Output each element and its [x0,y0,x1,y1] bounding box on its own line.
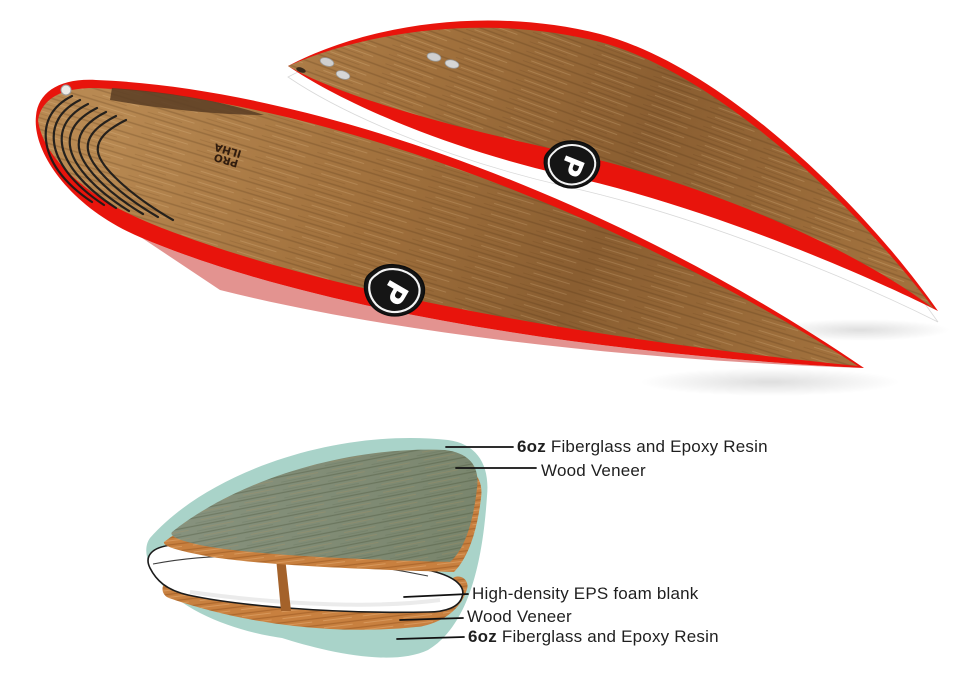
board-shadow [640,368,900,396]
label-bottom-fiberglass: 6oz Fiberglass and Epoxy Resin [468,626,719,648]
fin-plug [426,52,442,62]
fin-plug [444,59,460,69]
construction-diagram [146,437,537,658]
label-bottom-veneer: Wood Veneer [467,606,572,628]
deck-surface-grain [171,449,478,562]
board-deck-grain [38,88,858,366]
leader-line-foam [403,593,469,598]
fin-plug [319,57,335,67]
back-surfboard: P [287,20,939,323]
brand-badge: P [355,254,432,326]
label-text: Fiberglass and Epoxy Resin [545,437,768,456]
label-text: High-density EPS foam blank [472,584,699,603]
board-shadow [770,319,950,341]
label-text: Fiberglass and Epoxy Resin [496,627,719,646]
label-top-fiberglass: 6oz Fiberglass and Epoxy Resin [517,436,768,458]
label-bold-weight: 6oz [517,437,546,456]
brand-badge: P [538,134,605,194]
tail-dark-veneer-patch [110,88,264,115]
leader-lines [396,446,537,640]
board-deck-grain [288,27,934,309]
front-surfboard: PRO ILHA P [35,79,865,368]
fin-plug [335,70,351,80]
label-foam: High-density EPS foam blank [472,583,699,605]
label-bold-weight: 6oz [468,627,497,646]
leash-plug [296,67,306,73]
label-text: Wood Veneer [467,607,572,626]
deck-text-logo: PRO ILHA [212,140,243,169]
leash-plug [60,84,72,96]
board-rail-shade [142,238,864,368]
leader-line-bottom-fiberglass [396,636,465,640]
label-top-veneer: Wood Veneer [541,460,646,482]
label-text: Wood Veneer [541,461,646,480]
leader-line-bottom-veneer [399,617,464,621]
foam-bottom-shading [189,590,441,607]
tail-pinstripes [44,94,175,222]
